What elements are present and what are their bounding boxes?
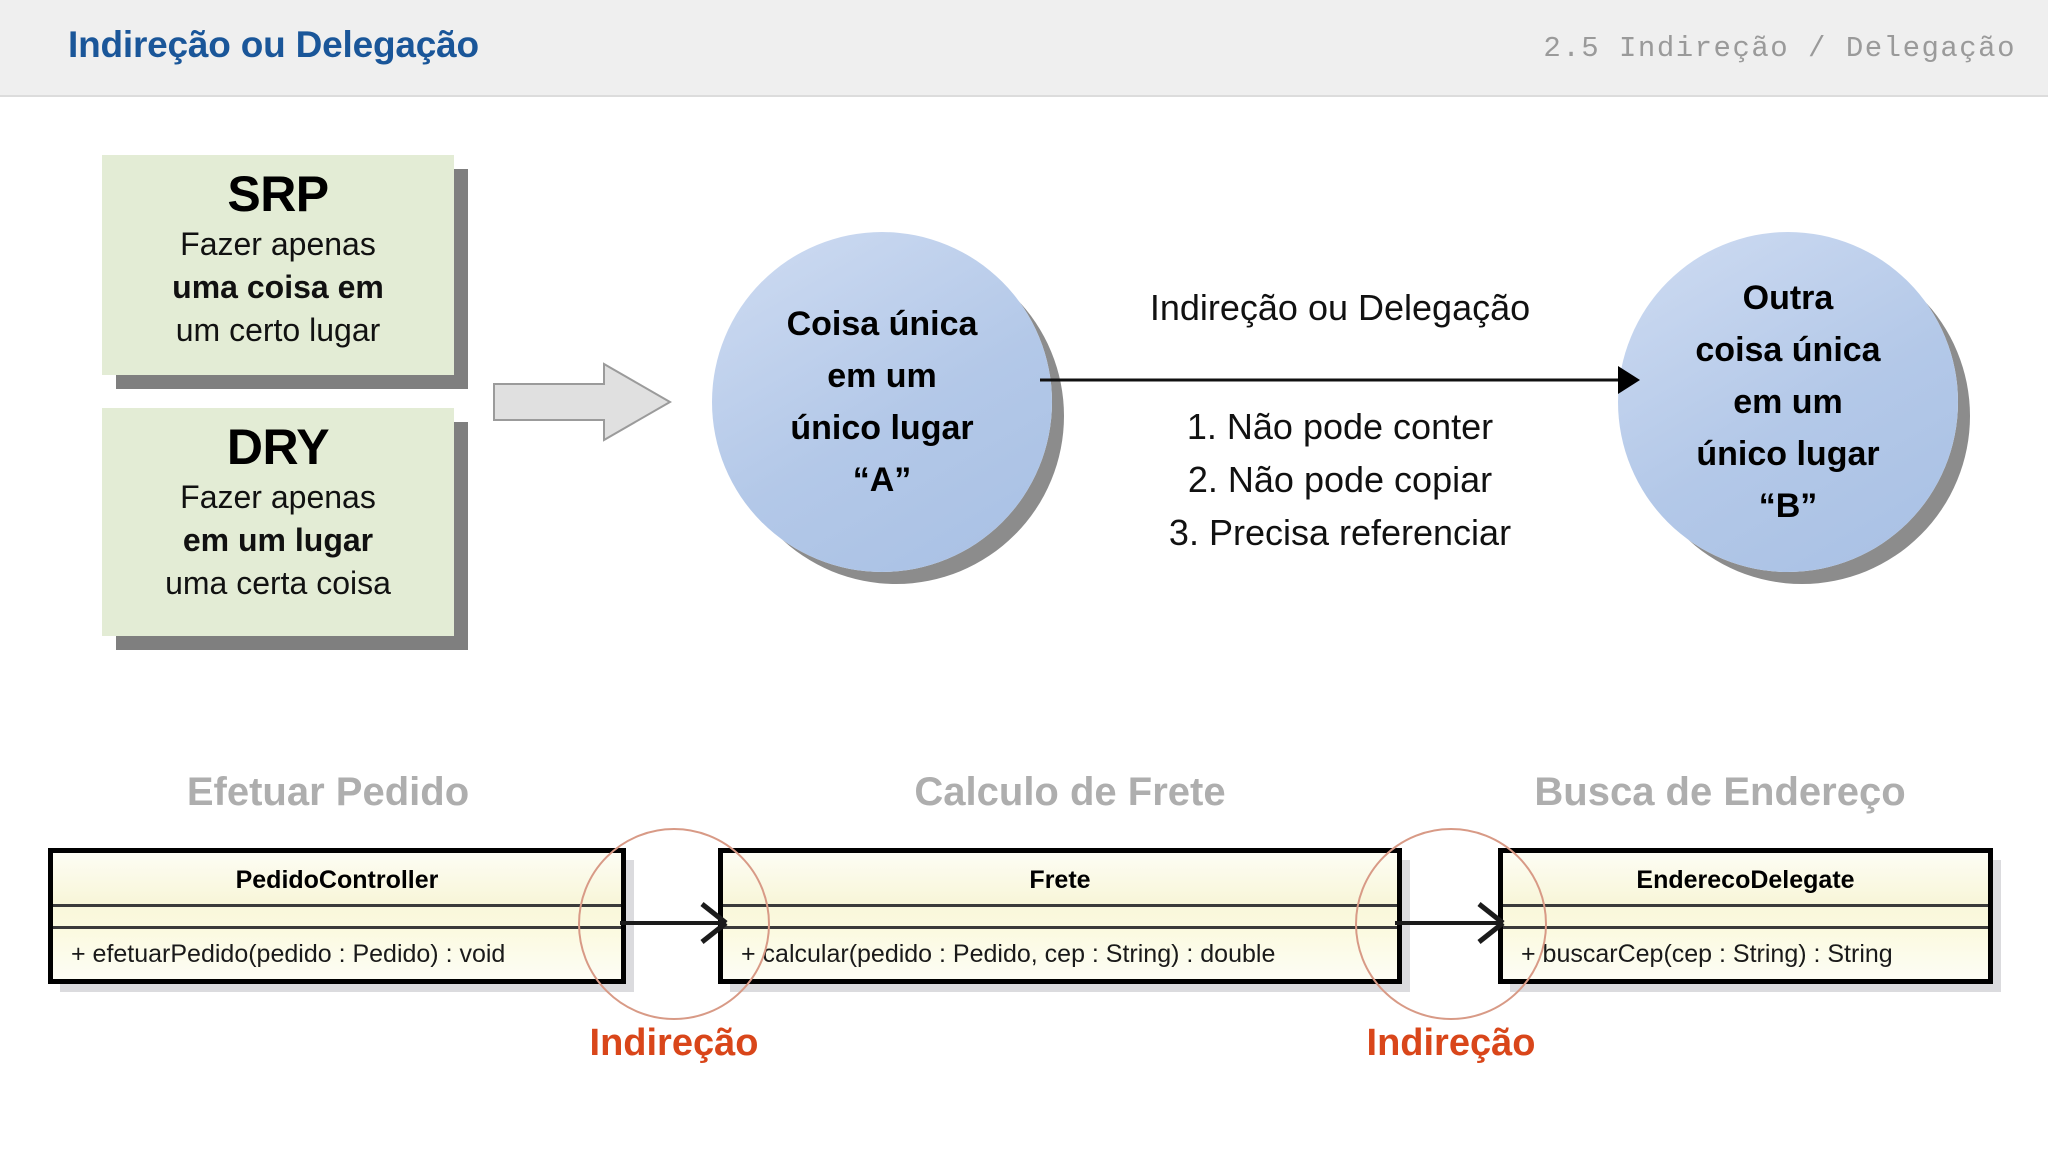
indirection-label: Indireção (589, 1022, 759, 1064)
circle-b-line: “B” (1758, 487, 1818, 525)
uml-attributes-compartment (723, 907, 1397, 929)
principle-line: Fazer apenas (180, 479, 376, 515)
circle-a-line: Coisa única (786, 305, 978, 343)
relation-caption: Indireção ou Delegação (1149, 287, 1531, 328)
principle-card-dry: DRY Fazer apenas em um lugar uma certa c… (102, 408, 454, 636)
uml-class-name: EnderecoDelegate (1503, 853, 1988, 907)
uml-class-name: Frete (723, 853, 1397, 907)
uml-method: + calcular(pedido : Pedido, cep : String… (741, 940, 1276, 968)
concept-circle-b-label: Outra coisa única em um único lugar “B” (1677, 272, 1898, 532)
principle-line: uma coisa em (172, 269, 384, 305)
uml-class-pedidocontroller: PedidoController + efetuarPedido(pedido … (48, 848, 626, 984)
circle-b-line: em um (1733, 383, 1843, 421)
slide-header: Indireção ou Delegação 2.5 Indireção / D… (0, 0, 2048, 97)
uml-attributes-compartment (53, 907, 621, 929)
breadcrumb: 2.5 Indireção / Delegação (1543, 32, 2016, 65)
relation-rule: 3. Precisa referenciar (1168, 512, 1512, 553)
relation-rule: 2. Não pode copiar (1187, 459, 1493, 500)
principle-card-srp: SRP Fazer apenas uma coisa em um certo l… (102, 155, 454, 375)
circle-a-line: único lugar (790, 409, 974, 447)
principle-line: uma certa coisa (165, 565, 391, 601)
concept-circle-a-label: Coisa única em um único lugar “A” (769, 298, 996, 506)
uml-class-enderecodelegate: EnderecoDelegate + buscarCep(cep : Strin… (1498, 848, 1993, 984)
relation-rule: 1. Não pode conter (1186, 406, 1494, 447)
principle-line: em um lugar (182, 522, 374, 558)
circle-b-line: coisa única (1695, 331, 1881, 369)
circle-b-line: único lugar (1696, 435, 1880, 473)
circle-b-line: Outra (1742, 279, 1834, 317)
highlight-ring-indirection-2 (1355, 828, 1547, 1020)
circle-a-line: em um (827, 357, 937, 395)
principle-line: Fazer apenas (180, 226, 376, 262)
uml-method: + efetuarPedido(pedido : Pedido) : void (71, 940, 506, 968)
principle-acronym: SRP (227, 166, 329, 222)
uml-method: + buscarCep(cep : String) : String (1521, 940, 1893, 968)
block-arrow-right-icon (492, 362, 673, 442)
uml-attributes-compartment (1503, 907, 1988, 929)
uml-group-title-efetuar-pedido: Efetuar Pedido (186, 770, 470, 814)
circle-a-line: “A” (852, 461, 912, 499)
uml-class-frete: Frete + calcular(pedido : Pedido, cep : … (718, 848, 1402, 984)
concept-circle-b: Outra coisa única em um único lugar “B” (1618, 232, 1958, 572)
indirection-label: Indireção (1366, 1022, 1536, 1064)
highlight-ring-indirection-1 (578, 828, 770, 1020)
uml-class-name: PedidoController (53, 853, 621, 907)
concept-circle-a: Coisa única em um único lugar “A” (712, 232, 1052, 572)
uml-group-title-calculo-de-frete: Calculo de Frete (914, 770, 1226, 814)
relation-rules-list: 1. Não pode conter 2. Não pode copiar 3.… (1050, 400, 1630, 559)
uml-group-title-busca-de-endereco: Busca de Endereço (1534, 770, 1906, 814)
principle-line: um certo lugar (175, 312, 381, 348)
principle-acronym: DRY (226, 419, 330, 475)
relation-arrow-icon (1040, 360, 1640, 400)
page-title: Indireção ou Delegação (68, 24, 479, 65)
